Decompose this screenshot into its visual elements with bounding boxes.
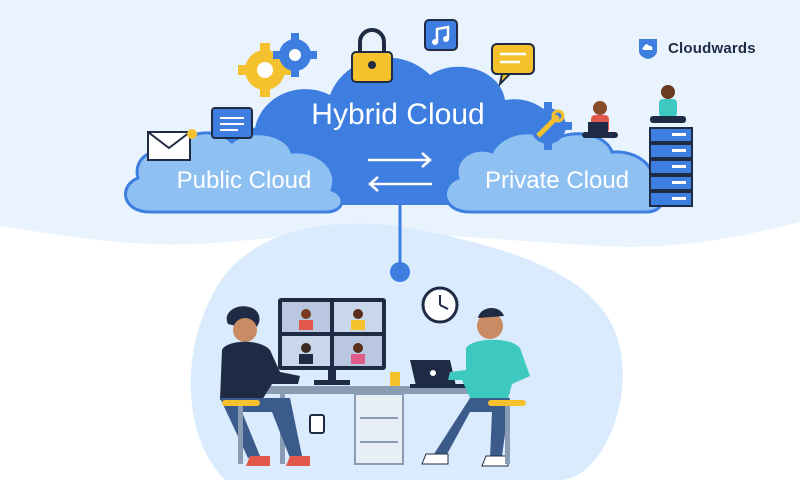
private-cloud: Private Cloud: [444, 131, 664, 214]
private-cloud-label: Private Cloud: [485, 167, 629, 194]
chat-bubble-icon: [491, 43, 535, 88]
hybrid-cloud-label: Hybrid Cloud: [311, 98, 484, 131]
wrench-gear-icon: [524, 102, 572, 150]
public-cloud-label: Public Cloud: [177, 167, 312, 194]
server-rack-icon: [649, 127, 693, 207]
person-laptop-left: [582, 101, 618, 138]
lock-icon: [351, 28, 393, 83]
coffee-cup: [390, 372, 400, 386]
connector-node: [390, 262, 410, 282]
cloud-shield-icon: [639, 39, 657, 59]
gear-icon: [273, 33, 317, 77]
person-right: [421, 307, 530, 467]
brand-logo: Cloudwards: [636, 36, 756, 60]
brand-name: Cloudwards: [668, 39, 756, 57]
person-left: [220, 306, 310, 466]
desk: [260, 386, 510, 465]
music-note-icon: [424, 19, 458, 51]
envelope-icon: [147, 129, 197, 161]
clock-icon: [421, 286, 459, 324]
workspace-blob: [190, 223, 623, 480]
folder-icon: [211, 107, 253, 139]
monitor-icon: [278, 298, 386, 385]
laptop-icon: [410, 360, 468, 388]
sync-arrows-icon: [368, 152, 432, 192]
gear-icon: [238, 43, 292, 97]
person-laptop-right: [650, 85, 686, 123]
